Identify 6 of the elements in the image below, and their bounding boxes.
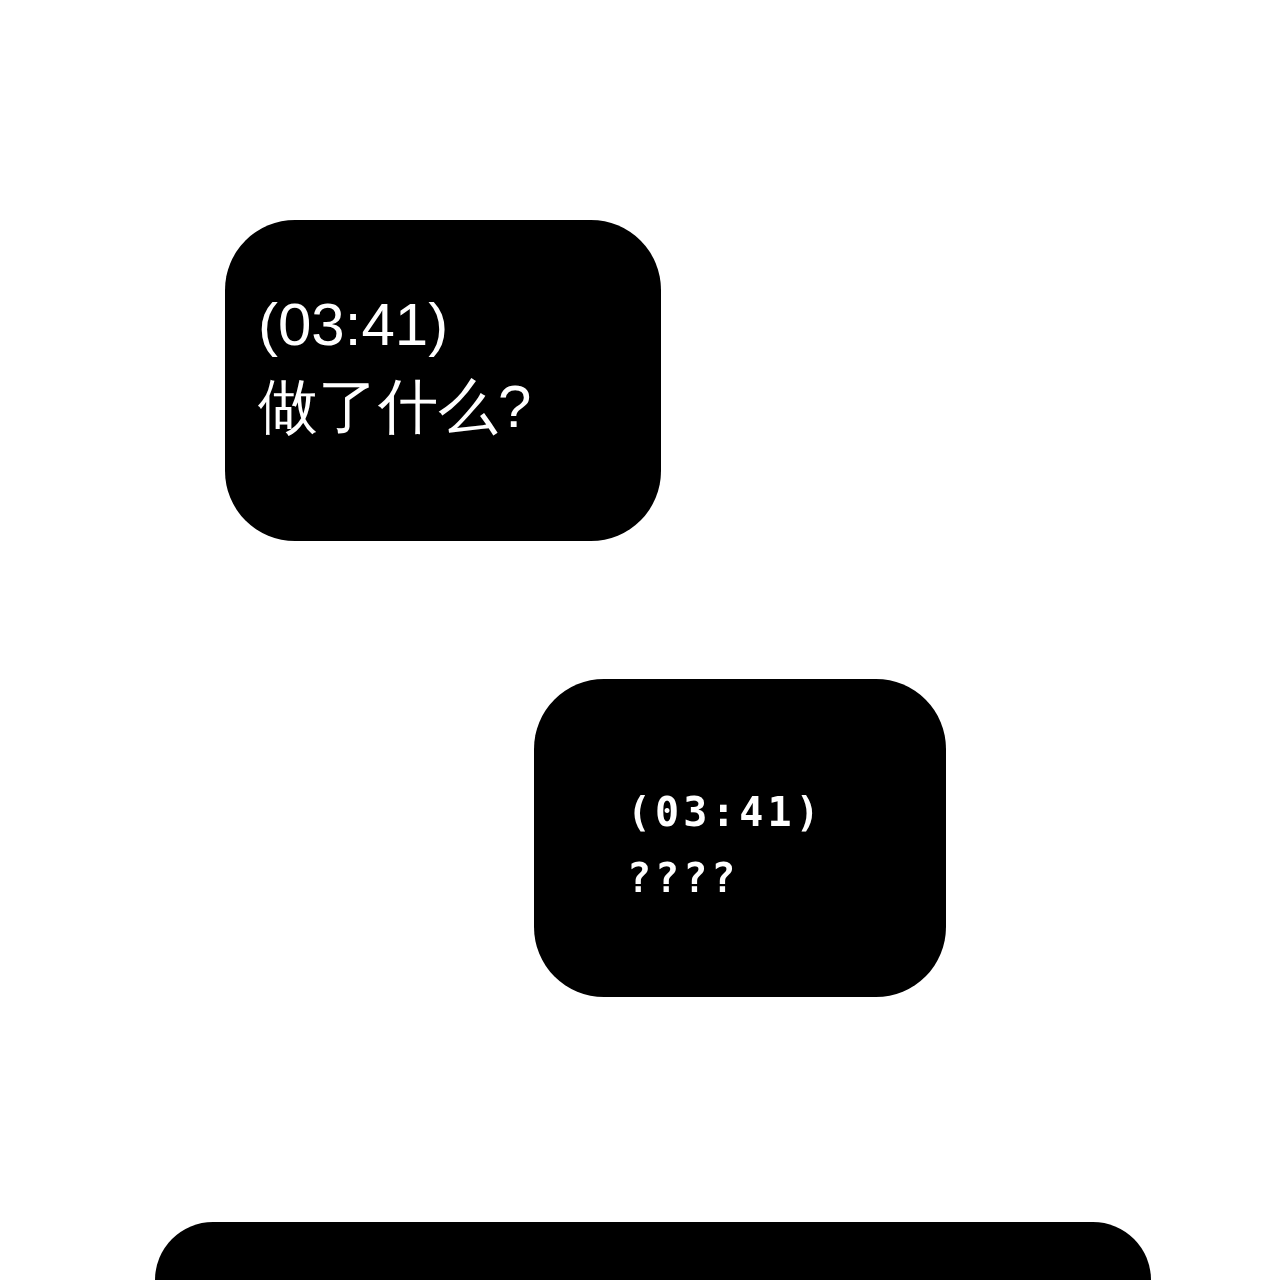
message-bubble bbox=[534, 679, 946, 997]
message-text: ???? bbox=[627, 858, 740, 898]
message-bubble bbox=[225, 220, 661, 541]
timestamp-text: (03:41) bbox=[627, 792, 824, 832]
timestamp-text: (03:41) bbox=[258, 295, 449, 355]
message-text: 做了什么? bbox=[258, 377, 532, 437]
